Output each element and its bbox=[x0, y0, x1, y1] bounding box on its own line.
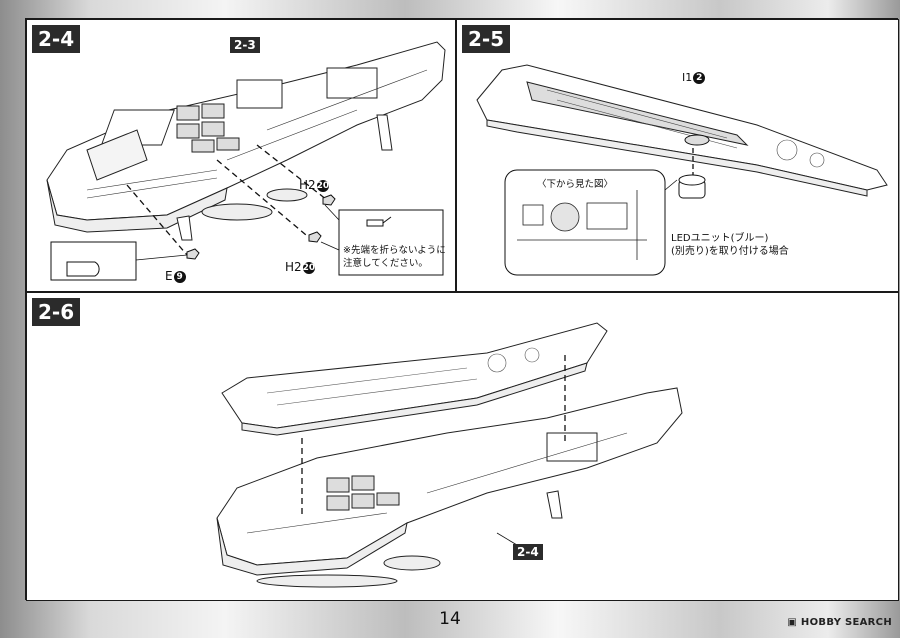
led-note: LEDユニット(ブルー) (別売り)を取り付ける場合 bbox=[671, 233, 789, 257]
part-callout-h2-upper: H220 bbox=[299, 178, 330, 192]
ship-illustration bbox=[46, 41, 446, 281]
page-number: 14 bbox=[439, 609, 461, 629]
step-2-4-panel: 2-4 bbox=[26, 19, 456, 292]
part-callout-h2-lower: H220 bbox=[285, 260, 316, 274]
ref-badge-2-3: 2-3 bbox=[230, 37, 260, 53]
step-badge: 2-4 bbox=[32, 25, 81, 53]
step-2-5-panel: 2-5 bbox=[456, 19, 899, 292]
instruction-page: 2-4 bbox=[25, 18, 899, 601]
assembly-illustration bbox=[216, 322, 683, 588]
deck-plate-illustration bbox=[476, 64, 888, 276]
step-2-6-panel: 2-6 bbox=[26, 292, 899, 601]
step-badge: 2-5 bbox=[462, 25, 511, 53]
step-badge: 2-6 bbox=[32, 298, 81, 326]
ref-badge-2-4: 2-4 bbox=[513, 544, 543, 560]
brand-watermark: ▣ HOBBY SEARCH bbox=[787, 617, 892, 628]
caution-note: ※先端を折らないように 注意してください。 bbox=[343, 245, 446, 269]
inset-title: 〈下から見た図〉 bbox=[537, 179, 614, 190]
